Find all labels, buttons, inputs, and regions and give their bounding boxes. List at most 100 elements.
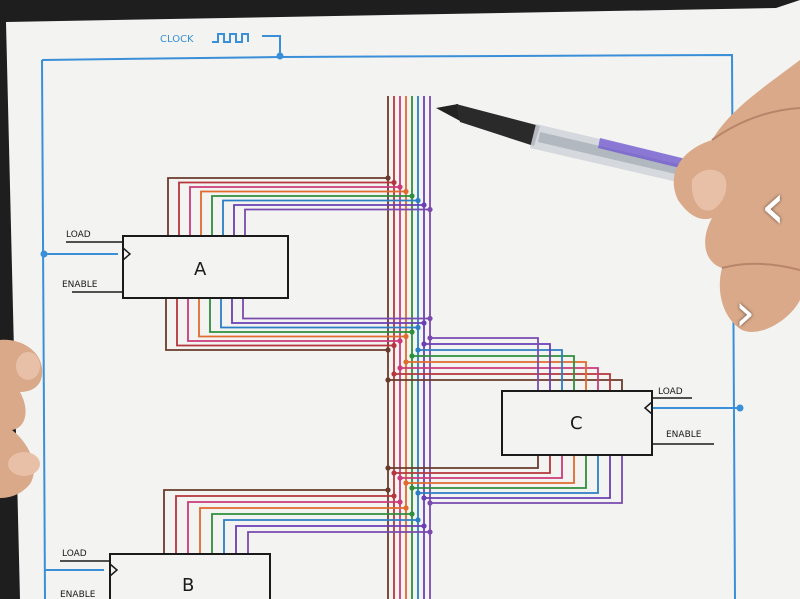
bus-junction-dot xyxy=(421,202,427,208)
register-a-output-wire xyxy=(176,298,394,347)
clock-label: CLOCK xyxy=(160,34,194,45)
bus-junction-dot xyxy=(415,490,421,496)
register-c-load-label: LOAD xyxy=(658,387,683,397)
register-c-enable-label: ENABLE xyxy=(666,430,702,440)
register-c-input-wire xyxy=(388,379,623,391)
register-c-name: C xyxy=(570,413,583,434)
chevron-right-icon[interactable]: › xyxy=(734,283,756,343)
register-b-input-wire xyxy=(163,489,388,554)
clock-wiring xyxy=(41,33,740,599)
pen xyxy=(436,104,690,184)
register-b-clock-input xyxy=(109,563,119,577)
bus-junction-dot xyxy=(385,465,391,471)
bus-junction-dot xyxy=(385,377,391,383)
register-a-output-wire xyxy=(220,298,418,329)
register-b-input-wire xyxy=(199,507,406,554)
bus-junction-dot xyxy=(415,324,421,331)
clock-junction-dots xyxy=(40,52,744,412)
bus-junction-dot xyxy=(409,193,415,199)
register-c-output-wire xyxy=(412,455,587,489)
register-c-input-wire xyxy=(400,367,599,391)
register-c-output-wire xyxy=(388,455,539,469)
bus-junction-dot xyxy=(391,342,397,349)
bus-junction-dot xyxy=(427,206,433,213)
register-a-load-label: LOAD xyxy=(66,230,91,240)
bus-junction-dot xyxy=(415,517,421,523)
register-a-input-wire xyxy=(200,190,406,236)
register-b-input-wire xyxy=(175,495,394,554)
register-c-output-wire xyxy=(400,455,563,479)
register-c-input-wire xyxy=(394,373,611,391)
register-b-box xyxy=(109,553,271,599)
bus-junction-dot xyxy=(385,175,391,181)
bus-junction-dot xyxy=(421,523,427,529)
bus-junction-dot xyxy=(403,188,409,195)
register-c-output-wire xyxy=(424,455,611,499)
bus-junction-dot xyxy=(415,347,421,353)
register-a-input-wire xyxy=(222,199,418,236)
register-b-name: B xyxy=(182,575,194,596)
register-a-input-wire xyxy=(189,186,400,236)
bus-junction-dot xyxy=(391,493,397,499)
register-c-input-wire xyxy=(424,343,551,391)
register-b-load-label: LOAD xyxy=(62,549,87,559)
register-b-input-wire xyxy=(223,519,418,554)
register-c-output-wire xyxy=(418,455,599,494)
register-c-input-wire xyxy=(412,355,575,391)
register-c-control-lines xyxy=(652,397,714,445)
bus-junction-dot xyxy=(427,315,433,322)
register-c-input-wire xyxy=(406,361,587,391)
bus-junction-dot xyxy=(397,499,403,505)
register-b-wires xyxy=(163,489,430,554)
register-b: B LOAD ENABLE xyxy=(60,549,271,599)
bus-junction-dot xyxy=(427,335,433,341)
register-a-enable-label: ENABLE xyxy=(62,280,98,290)
paper-sheet xyxy=(6,0,800,599)
register-a-name: A xyxy=(194,259,207,280)
bus-junction-dot xyxy=(409,511,415,517)
register-a-output-wire xyxy=(187,298,400,342)
register-c-box xyxy=(501,390,653,456)
register-c-output-wire xyxy=(406,455,575,484)
register-a-input-wire xyxy=(244,208,430,236)
register-b-input-wire xyxy=(211,513,412,554)
bus-junction-dot xyxy=(409,329,415,335)
bus-junction-dot xyxy=(403,333,409,340)
bus-junction-dot xyxy=(421,495,427,501)
bus-junction-dot xyxy=(415,197,421,204)
right-hand xyxy=(673,60,800,332)
bus-junction-dot xyxy=(385,487,391,493)
register-b-input-wire xyxy=(247,531,430,554)
bus-junction-dot xyxy=(397,338,403,344)
register-a-output-wire xyxy=(209,298,412,333)
register-a-output-wire xyxy=(198,298,406,338)
bus-junction-dot xyxy=(397,475,403,481)
bus-junction-dot xyxy=(385,347,391,353)
left-hand xyxy=(0,339,43,498)
register-a-input-wire xyxy=(178,181,394,236)
register-a-output-wire xyxy=(165,298,388,351)
register-c-input-wire xyxy=(430,337,539,391)
register-a-input-wire xyxy=(211,195,412,236)
register-a-input-wire xyxy=(167,177,388,236)
register-a-box xyxy=(122,235,289,299)
bus-junction-dot xyxy=(391,179,397,186)
register-a-output-wire xyxy=(231,298,424,324)
register-c-input-wire xyxy=(418,349,563,391)
bus-junction-dot xyxy=(403,359,409,365)
bus-junction-dot xyxy=(427,500,433,506)
bus-junction-dot xyxy=(397,184,403,190)
bus-junction-dot xyxy=(391,371,397,377)
bus-junction-dot xyxy=(403,480,409,486)
bus-junction-dots xyxy=(385,175,433,535)
chevron-left-icon[interactable]: ‹ xyxy=(760,170,786,244)
register-c-output-wire xyxy=(394,455,551,474)
bus-junction-dot xyxy=(403,505,409,511)
register-c: C LOAD ENABLE xyxy=(501,387,714,456)
register-a-clock-input xyxy=(122,247,132,261)
register-a: A LOAD ENABLE xyxy=(62,230,289,299)
register-a-wires xyxy=(165,177,430,351)
register-a-input-wire xyxy=(233,204,424,236)
register-a-output-wire xyxy=(242,298,430,320)
